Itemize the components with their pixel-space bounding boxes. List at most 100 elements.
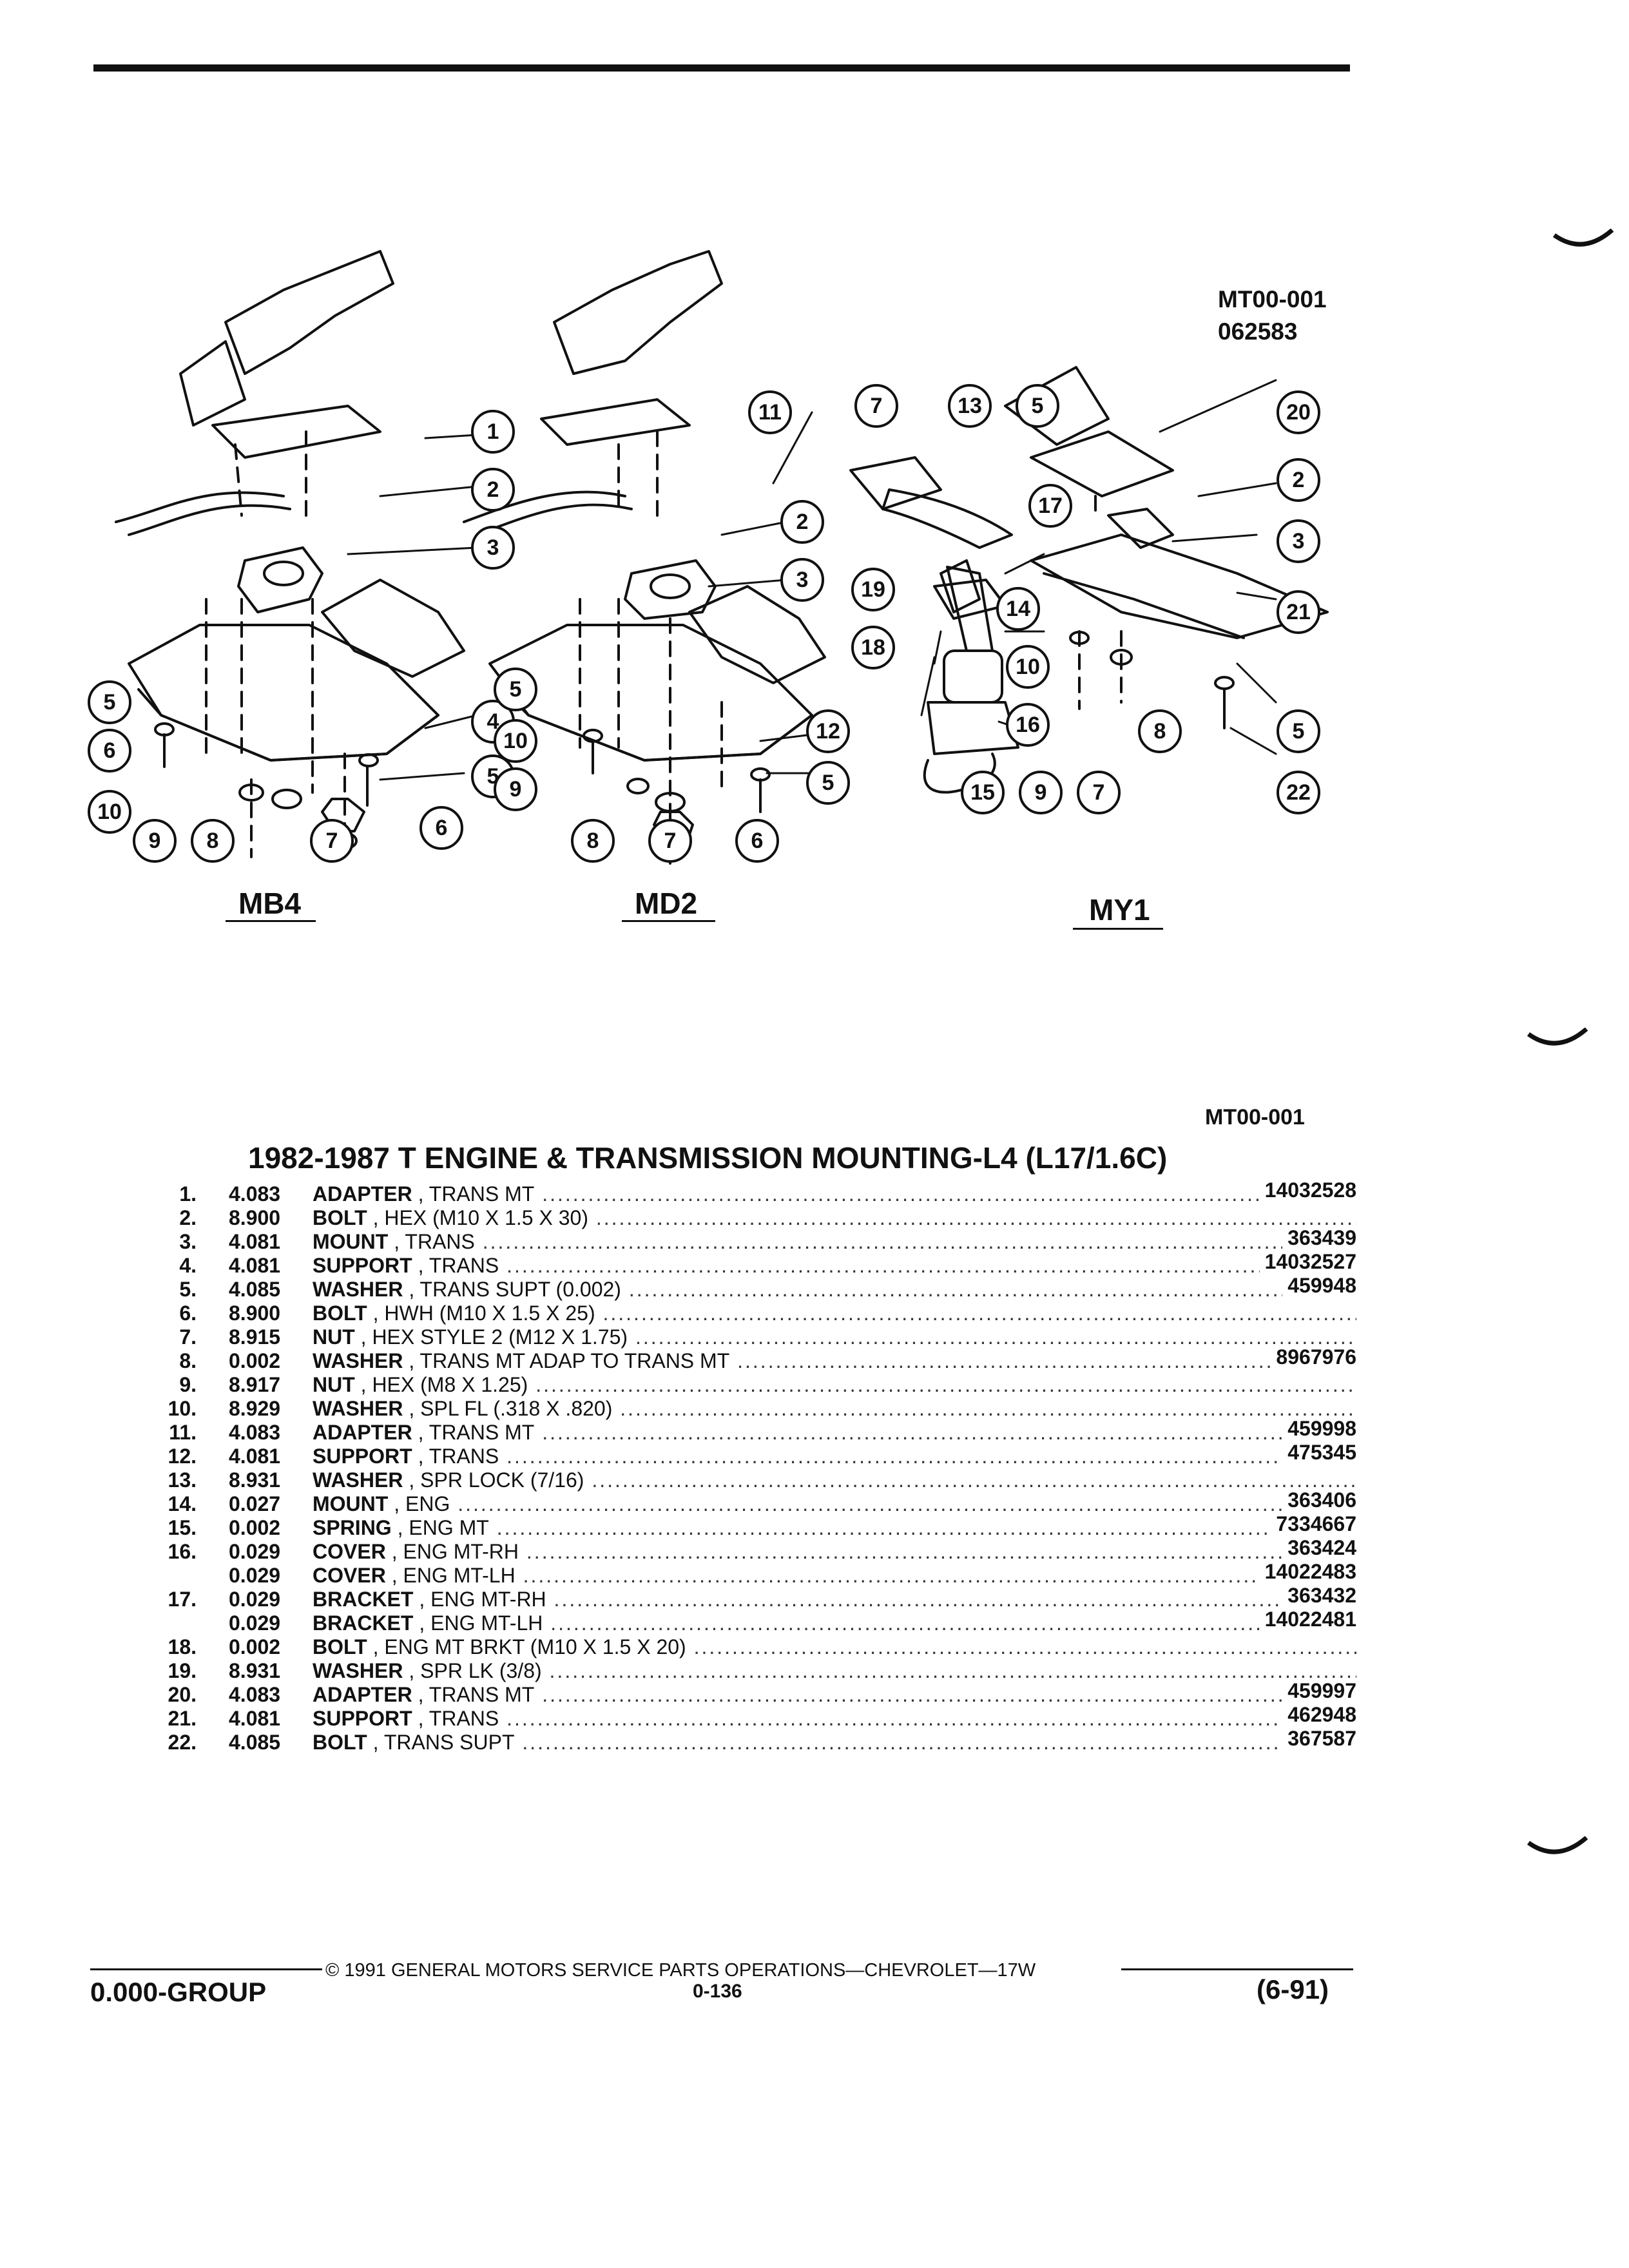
part-name: NUT — [313, 1373, 355, 1396]
group-number: 8.900 — [229, 1206, 281, 1229]
part-name: MOUNT — [313, 1230, 389, 1253]
item-number: 10. — [168, 1397, 197, 1420]
group-number: 4.081 — [229, 1445, 281, 1468]
svg-text:6: 6 — [436, 816, 448, 840]
item-number: 5. — [179, 1278, 197, 1301]
part-number: 459948 — [1282, 1274, 1356, 1298]
part-name: BOLT — [313, 1731, 367, 1754]
part-number: 363439 — [1282, 1226, 1356, 1250]
view-label-rule — [226, 920, 316, 922]
part-description: BRACKET , ENG MT-RH ....................… — [313, 1588, 1356, 1611]
svg-text:9: 9 — [1035, 780, 1047, 805]
part-description: COVER , ENG MT-RH ......................… — [313, 1540, 1356, 1563]
part-description: ADAPTER , TRANS MT .....................… — [313, 1182, 1356, 1206]
view-label-rule — [622, 920, 715, 922]
part-name: BOLT — [313, 1206, 367, 1229]
part-description: WASHER , TRANS SUPT (0.002) ............… — [313, 1278, 1356, 1301]
group-number: 4.083 — [229, 1421, 281, 1444]
top-rule — [93, 64, 1350, 72]
group-number: 8.900 — [229, 1302, 281, 1325]
item-number: 6. — [179, 1302, 197, 1325]
group-number: 8.931 — [229, 1468, 281, 1492]
item-number: 4. — [179, 1254, 197, 1277]
item-number: 1. — [179, 1182, 197, 1206]
part-spec: ENG MT — [409, 1516, 489, 1539]
part-description: WASHER , SPL FL (.318 X .820) ..........… — [313, 1397, 1356, 1420]
item-number: 12. — [168, 1445, 197, 1468]
svg-text:17: 17 — [1038, 494, 1063, 518]
figure-code-line: MT00-001 — [1218, 286, 1327, 312]
part-name: BRACKET — [313, 1611, 414, 1635]
part-spec: SPR LOCK (7/16) — [420, 1468, 584, 1492]
part-description: NUT , HEX STYLE 2 (M12 X 1.75) .........… — [313, 1325, 1356, 1349]
table-row: 18. 0.002 BOLT , ENG MT BRKT (M10 X 1.5 X … — [151, 1635, 1356, 1659]
part-description: BOLT , ENG MT BRKT (M10 X 1.5 X 20) ....… — [313, 1635, 1356, 1658]
part-name: BOLT — [313, 1302, 367, 1325]
group-number: 4.085 — [229, 1731, 281, 1754]
svg-text:7: 7 — [664, 829, 677, 853]
part-spec: HEX (M10 X 1.5 X 30) — [384, 1206, 588, 1229]
view-label-mb4: MB4 — [238, 887, 302, 920]
part-number: 462948 — [1282, 1703, 1356, 1727]
table-title: 1982-1987 T ENGINE & TRANSMISSION MOUNTI… — [248, 1141, 1168, 1175]
part-name: MOUNT — [313, 1492, 389, 1515]
group-number: 0.002 — [229, 1635, 281, 1658]
item-number: 22. — [168, 1731, 197, 1754]
part-spec: TRANS — [405, 1230, 475, 1253]
copyright-line: © 1991 GENERAL MOTORS SERVICE PARTS OPER… — [325, 1960, 1036, 1981]
view-label-rule — [1073, 928, 1163, 930]
part-name: ADAPTER — [313, 1421, 412, 1444]
svg-text:2: 2 — [487, 477, 499, 502]
svg-text:3: 3 — [1293, 529, 1305, 553]
part-spec: ENG MT-RH — [403, 1540, 519, 1563]
item-number: 19. — [168, 1659, 197, 1682]
part-name: COVER — [313, 1564, 386, 1587]
view-label-md2: MD2 — [635, 887, 698, 920]
svg-text:3: 3 — [796, 568, 809, 592]
group-number: 0.029 — [229, 1540, 281, 1563]
revision-date: (6-91) — [1257, 1974, 1329, 2004]
part-description: ADAPTER , TRANS MT .....................… — [313, 1683, 1356, 1706]
part-description: BOLT , HEX (M10 X 1.5 X 30) ............… — [313, 1206, 1356, 1229]
group-number: 8.917 — [229, 1373, 281, 1396]
part-spec: ENG MT BRKT (M10 X 1.5 X 20) — [384, 1635, 686, 1658]
footer-rule-right — [1121, 1968, 1353, 1970]
mb4-assembly — [115, 250, 465, 858]
part-spec: TRANS — [429, 1254, 499, 1277]
part-name: BRACKET — [313, 1588, 414, 1611]
svg-text:7: 7 — [871, 394, 883, 418]
part-spec: TRANS MT — [429, 1421, 535, 1444]
part-number: 14032528 — [1259, 1178, 1356, 1202]
part-spec: TRANS SUPT — [383, 1731, 515, 1754]
item-number: 18. — [168, 1635, 197, 1658]
svg-text:10: 10 — [97, 800, 122, 824]
part-name: WASHER — [313, 1278, 403, 1301]
svg-text:8: 8 — [207, 829, 219, 853]
part-number: 8967976 — [1271, 1345, 1356, 1369]
group-number: 0.002 — [229, 1349, 281, 1372]
part-spec: HEX STYLE 2 (M12 X 1.75) — [372, 1325, 628, 1349]
group-number: 4.083 — [229, 1182, 281, 1206]
part-name: BOLT — [313, 1635, 367, 1658]
part-description: WASHER , SPR LOCK (7/16) ...............… — [313, 1468, 1356, 1492]
item-number: 11. — [169, 1421, 197, 1444]
part-description: BRACKET , ENG MT-LH ....................… — [313, 1611, 1356, 1635]
item-number: 14. — [168, 1492, 197, 1515]
item-number: 7. — [179, 1325, 197, 1349]
group-number: 4.081 — [229, 1707, 281, 1730]
part-description: SPRING , ENG MT ........................… — [313, 1516, 1356, 1539]
svg-text:19: 19 — [861, 577, 885, 602]
part-number: 459998 — [1282, 1417, 1356, 1441]
binding-mark — [1553, 229, 1614, 247]
part-spec: SPR LK (3/8) — [420, 1659, 542, 1682]
part-spec: TRANS MT ADAP TO TRANS MT — [419, 1349, 730, 1372]
group-number: 4.081 — [229, 1254, 281, 1277]
